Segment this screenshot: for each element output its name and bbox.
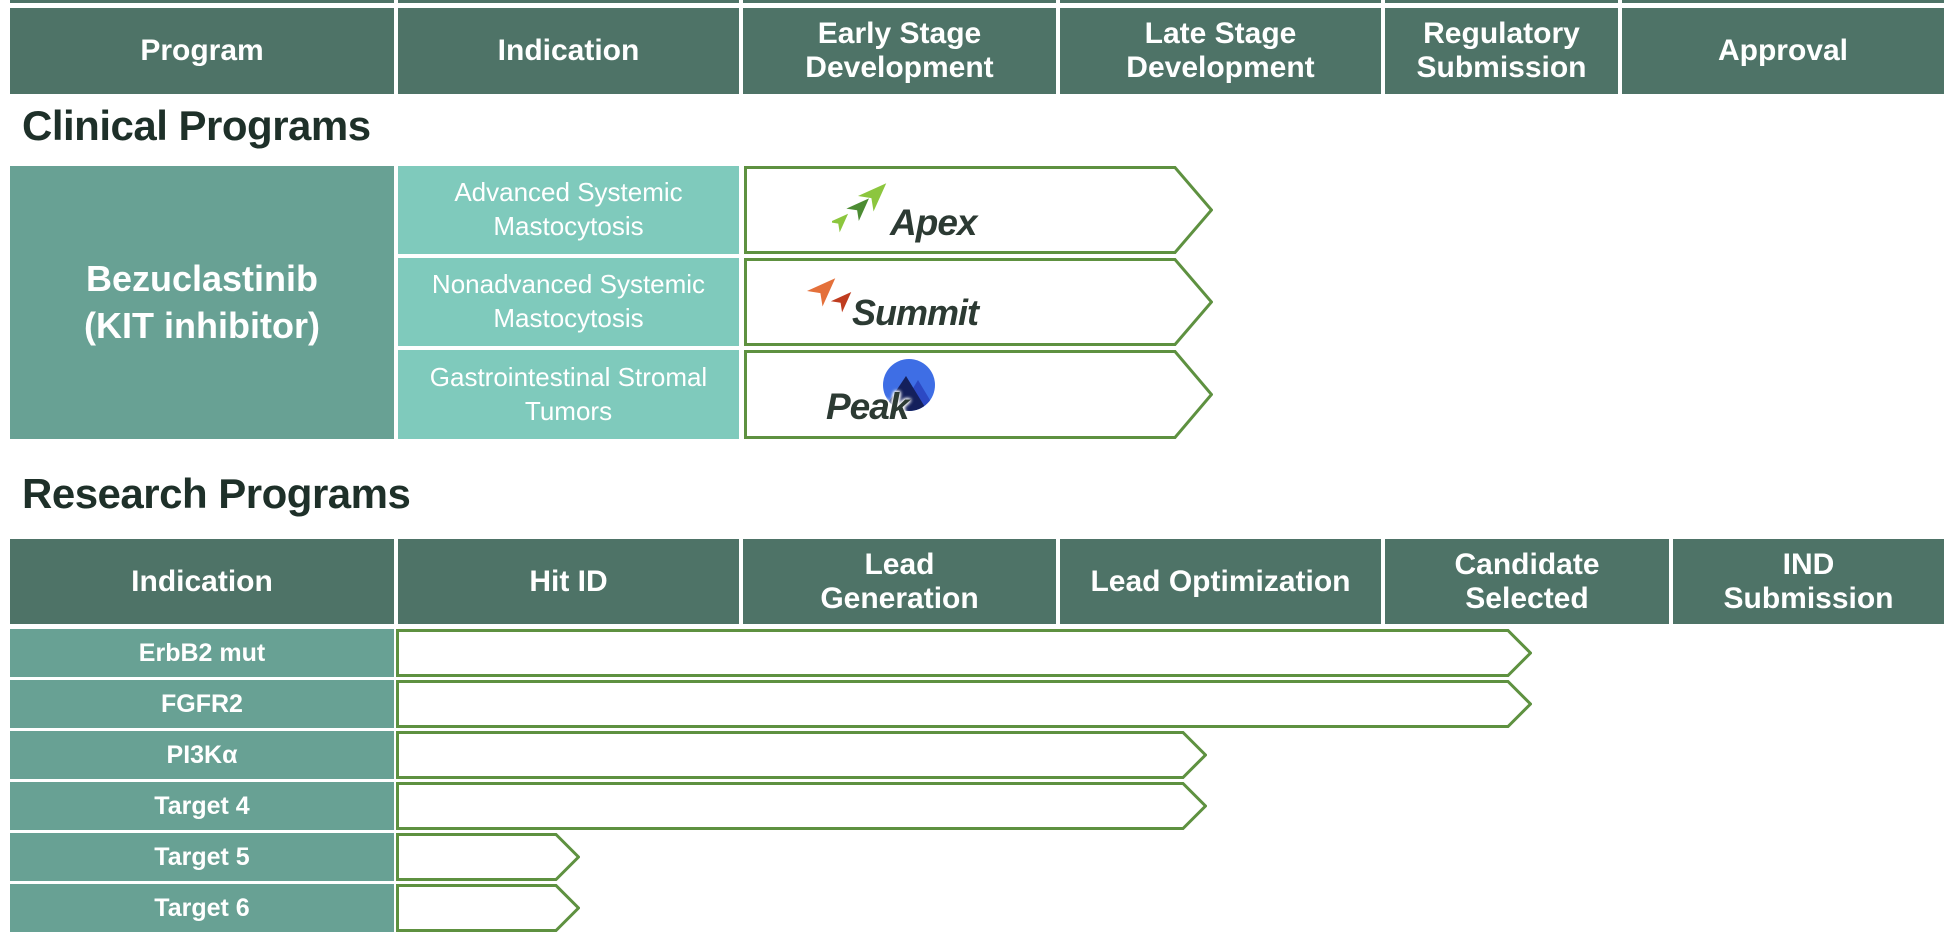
progress-arrow-apex: Apex [744,166,1214,254]
clinical-header-approval: Approval [1622,8,1944,94]
research-header-candidate-selected: Candidate Selected [1385,539,1669,624]
clinical-section-title: Clinical Programs [22,102,371,149]
arrow-chevron-shape [396,731,1208,779]
clinical-header-early-stage: Early Stage Development [743,8,1056,94]
peak-trial-name: Peak [826,386,909,427]
program-name: Bezuclastinib [85,257,319,299]
research-row-label-fgfr2: FGFR2 [10,680,394,728]
table-top-border-segment [398,0,739,3]
research-row-label-target5: Target 5 [10,833,394,881]
table-top-border-segment [743,0,1056,3]
clinical-header-indication: Indication [398,8,739,94]
clinical-header-regulatory: Regulatory Submission [1385,8,1618,94]
research-progress-arrow-target4 [396,782,1208,835]
research-row-label-target4: Target 4 [10,782,394,830]
arrow-chevron-shape [396,629,1533,677]
research-header-ind-submission: IND Submission [1673,539,1944,624]
indication-advanced-sm: Advanced Systemic Mastocytosis [398,166,739,254]
progress-arrow-summit: Summit [744,258,1214,346]
program-cell-bezuclastinib: Bezuclastinib (KIT inhibitor) [10,166,394,439]
research-progress-arrow-erbb2 [396,629,1533,682]
arrow-chevron-shape [396,680,1533,728]
arrow-chevron-shape [396,782,1208,830]
table-top-border-segment [1622,0,1944,3]
apex-trial-logo-icon [832,183,887,233]
research-row-label-erbb2: ErbB2 mut [10,629,394,677]
program-mechanism: (KIT inhibitor) [84,304,320,346]
arrow-chevron-shape [744,166,1214,254]
table-top-border-segment [10,0,394,3]
summit-trial-name: Summit [852,292,979,333]
research-progress-arrow-target6 [396,884,581,937]
clinical-header-program: Program [10,8,394,94]
arrow-chevron-shape [396,833,581,881]
clinical-header-late-stage: Late Stage Development [1060,8,1381,94]
research-header-lead-optimization: Lead Optimization [1060,539,1381,624]
research-row-label-target6: Target 6 [10,884,394,932]
arrow-chevron-shape [744,350,1214,439]
research-header-lead-generation: Lead Generation [743,539,1056,624]
progress-arrow-peak: Peak [744,350,1214,439]
research-header-hit-id: Hit ID [398,539,739,624]
research-section-title: Research Programs [22,470,411,517]
arrow-chevron-shape [396,884,581,932]
indication-nonadvanced-sm: Nonadvanced Systemic Mastocytosis [398,258,739,346]
arrow-chevron-shape [744,258,1214,346]
research-progress-arrow-target5 [396,833,581,886]
peak-trial-logo-icon [883,359,935,411]
research-progress-arrow-fgfr2 [396,680,1533,733]
research-row-label-pi3ka: PI3Kα [10,731,394,779]
apex-trial-name: Apex [890,202,977,243]
summit-trial-logo-icon [806,278,852,313]
research-progress-arrow-pi3ka [396,731,1208,784]
research-header-indication: Indication [10,539,394,624]
table-top-border-segment [1060,0,1381,3]
table-top-border-segment [1385,0,1618,3]
indication-gist: Gastrointestinal Stromal Tumors [398,350,739,439]
